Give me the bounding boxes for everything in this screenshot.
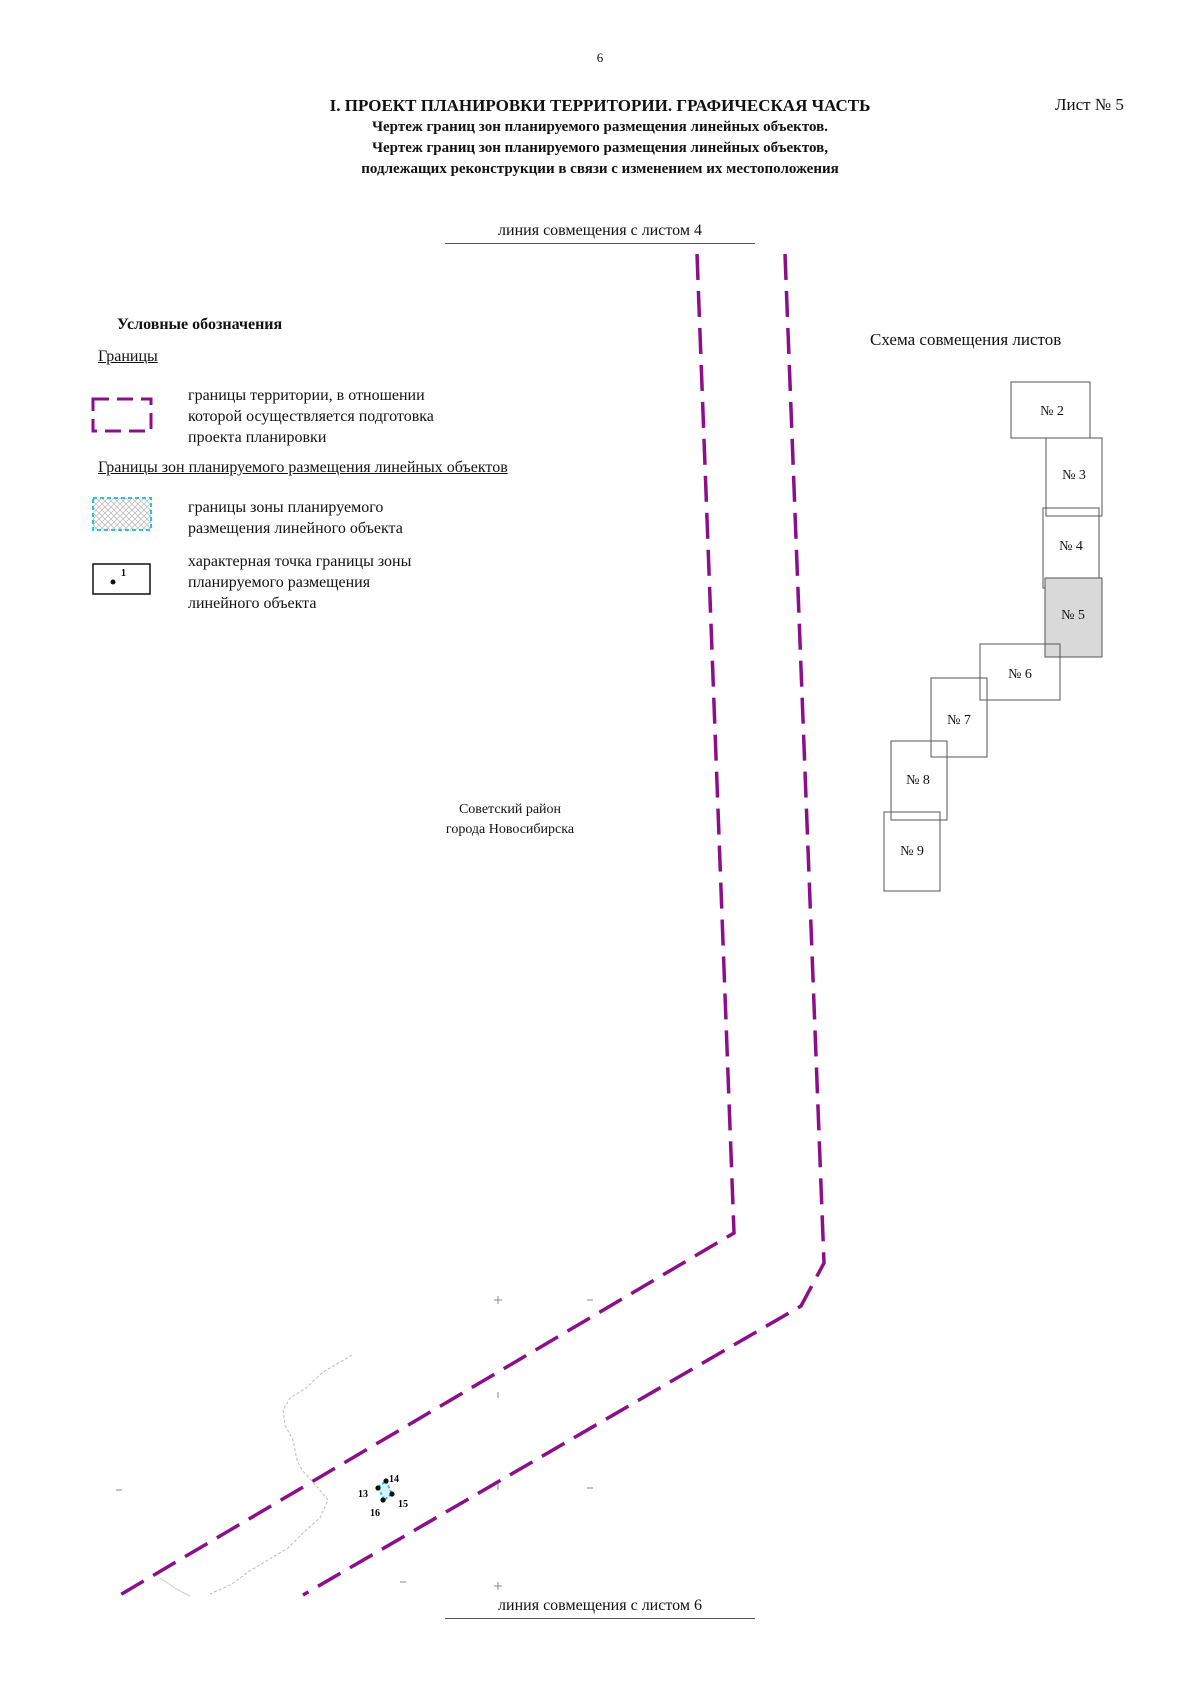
characteristic-points [375,1478,395,1503]
title-line-1: Чертеж границ зон планируемого размещени… [372,119,828,135]
point-label-13: 13 [358,1489,368,1500]
legend-territory-line-1: границы территории, в отношении [188,387,425,404]
point-label-14: 14 [389,1474,399,1485]
scheme-sheet-6 [979,643,1061,701]
zone-boundary [376,1479,394,1502]
point-label-16: 16 [370,1508,380,1519]
scheme-label-9: № 9 [900,844,924,859]
district-label: Советский район города Новосибирска [400,800,620,840]
scheme-sheet-7 [930,677,988,758]
scheme-label-3: № 3 [1062,468,1086,483]
legend-zone-line-1: границы зоны планируемого [188,499,384,516]
title-main: I. ПРОЕКТ ПЛАНИРОВКИ ТЕРРИТОРИИ. ГРАФИЧЕ… [329,96,871,115]
legend-point-dot [110,579,116,585]
scheme-label-4: № 4 [1059,539,1083,554]
sheet-scheme [883,381,1103,892]
legend-territory-symbol [91,397,153,433]
page-number: 6 [596,50,604,65]
match-line-top: линия совмещения с листом 4 [445,222,755,244]
scheme-title: Схема совмещения листов [870,330,1062,349]
district-line-2: города Новосибирска [445,822,575,837]
legend-zone-line-2: размещения линейного объекта [188,520,403,537]
legend-point-line-3: линейного объекта [188,595,317,612]
legend-zone-symbol [92,497,152,531]
legend-section-zones: Границы зон планируемого размещения лине… [98,459,508,476]
legend-point-line-1: характерная точка границы зоны [188,553,412,570]
scheme-sheet-9 [883,811,941,892]
territory-boundary-right [302,253,826,1597]
legend-point-text: характерная точка границы зоны планируем… [188,551,488,614]
legend-territory-text: границы территории, в отношении которой … [188,385,488,448]
grid-crosses [116,1296,593,1590]
territory-boundary-left [119,253,736,1597]
scheme-label-5: № 5 [1061,608,1085,623]
sheet-scheme-labels: № 2 № 3 № 4 № 5 № 6 № 7 № 8 № 9 [900,404,1086,859]
legend-title: Условные обозначения [117,316,283,333]
legend-point-sample-label: 1 [121,568,126,579]
legend-territory-line-3: проекта планировки [188,429,327,446]
legend-section-boundaries: Границы [98,348,158,365]
background-feature-line [209,1354,353,1595]
title-line-2: Чертеж границ зон планируемого размещени… [372,140,828,156]
match-line-bottom: линия совмещения с листом 6 [445,1597,755,1619]
district-line-1: Советский район [458,802,562,817]
scheme-sheet-8 [890,740,948,821]
title-line-3: подлежащих реконструкции в связи с измен… [361,161,839,177]
scheme-label-2: № 2 [1040,404,1064,419]
scheme-sheet-2 [1010,381,1091,439]
scheme-label-6: № 6 [1008,667,1032,682]
title-block: I. ПРОЕКТ ПЛАНИРОВКИ ТЕРРИТОРИИ. ГРАФИЧЕ… [200,95,1000,180]
background-feature-line-2 [159,1577,191,1597]
point-label-15: 15 [398,1499,408,1510]
scheme-sheet-3 [1045,437,1103,517]
scheme-label-7: № 7 [947,713,971,728]
legend-territory-line-2: которой осуществляется подготовка [188,408,434,425]
legend-point-symbol [92,563,151,595]
scheme-label-8: № 8 [906,773,930,788]
legend-point-line-2: планируемого размещения [188,574,371,591]
legend-zone-text: границы зоны планируемого размещения лин… [188,497,488,539]
sheet-label: Лист № 5 [1055,95,1124,114]
